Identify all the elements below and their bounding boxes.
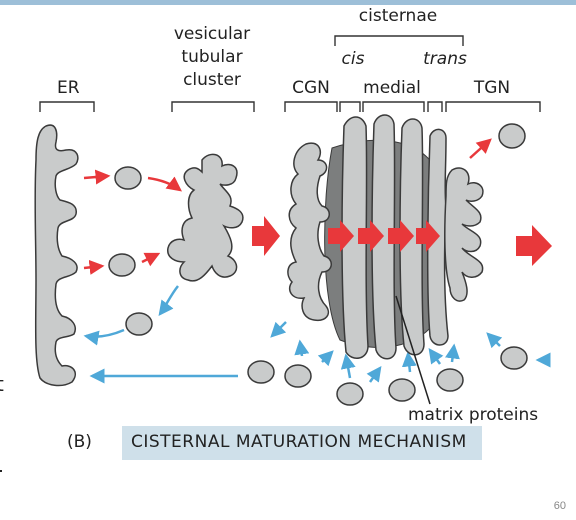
bracket-vtc (171, 101, 255, 112)
edge-text-fragment: t (0, 372, 4, 396)
label-cis: cis (342, 49, 365, 69)
tgn-membrane (444, 167, 484, 302)
caption-box (122, 426, 482, 460)
forward-arrow (83, 259, 105, 275)
big-forward-arrow (516, 225, 552, 266)
vesicle (125, 312, 153, 336)
edge-dot (0, 470, 2, 472)
page-number: 60 (553, 500, 566, 512)
forward-arrow (358, 220, 384, 252)
vesicle (436, 368, 464, 392)
er-membrane (34, 124, 79, 387)
bracket-cisternae (334, 35, 464, 46)
bracket-cgn (284, 101, 338, 112)
label-er: ER (57, 78, 80, 98)
top-border-bar (0, 0, 576, 5)
forward-arrow (83, 169, 111, 185)
retrograde-arrow (294, 339, 310, 357)
cgn-membrane (287, 142, 332, 322)
retrograde-arrow (445, 343, 460, 363)
bracket-er (39, 101, 95, 112)
retrograde-arrow (401, 351, 417, 373)
label-cgn: CGN (292, 78, 330, 98)
vesicle (388, 378, 416, 402)
forward-arrow (147, 176, 183, 192)
forward-arrow (388, 220, 414, 252)
vesicle (336, 382, 364, 406)
retrograde-arrow (270, 321, 287, 338)
retrograde-arrow (428, 347, 444, 365)
forward-arrow (416, 220, 440, 252)
retrograde-arrow (486, 332, 503, 349)
label-vtc-line3: cluster (183, 70, 241, 90)
retrograde-arrow (317, 350, 334, 367)
forward-arrow (328, 220, 354, 252)
forward-arrow (469, 138, 492, 159)
vesicle (498, 123, 526, 149)
label-vtc-line1: vesicular (174, 24, 250, 44)
vesicle (500, 346, 528, 370)
label-matrix-proteins: matrix proteins (408, 405, 538, 425)
vesicle (108, 253, 136, 277)
forward-arrow (141, 252, 161, 267)
label-cisternae: cisternae (359, 6, 437, 26)
bracket-trans (427, 101, 443, 112)
retrograde-arrow (83, 328, 125, 346)
label-tgn: TGN (473, 78, 510, 98)
bracket-cis (339, 101, 361, 112)
big-forward-arrow (252, 216, 280, 256)
vesicle (284, 364, 312, 388)
label-trans: trans (423, 49, 467, 69)
retrograde-arrow (366, 365, 382, 383)
vesicle (247, 360, 275, 384)
matrix-leader-line (395, 295, 431, 405)
bracket-tgn (445, 101, 541, 112)
retrograde-arrow (158, 285, 179, 317)
label-vtc-line2: tubular (181, 47, 242, 67)
caption-title: CISTERNAL MATURATION MECHANISM (131, 432, 467, 452)
vesicle (114, 166, 142, 190)
cisternal-arrows (328, 220, 440, 252)
retrograde-arrow (340, 353, 356, 379)
bracket-medial (362, 101, 425, 112)
vtc-membrane (167, 153, 244, 282)
caption-letter: (B) (67, 432, 92, 452)
label-medial: medial (363, 78, 421, 98)
